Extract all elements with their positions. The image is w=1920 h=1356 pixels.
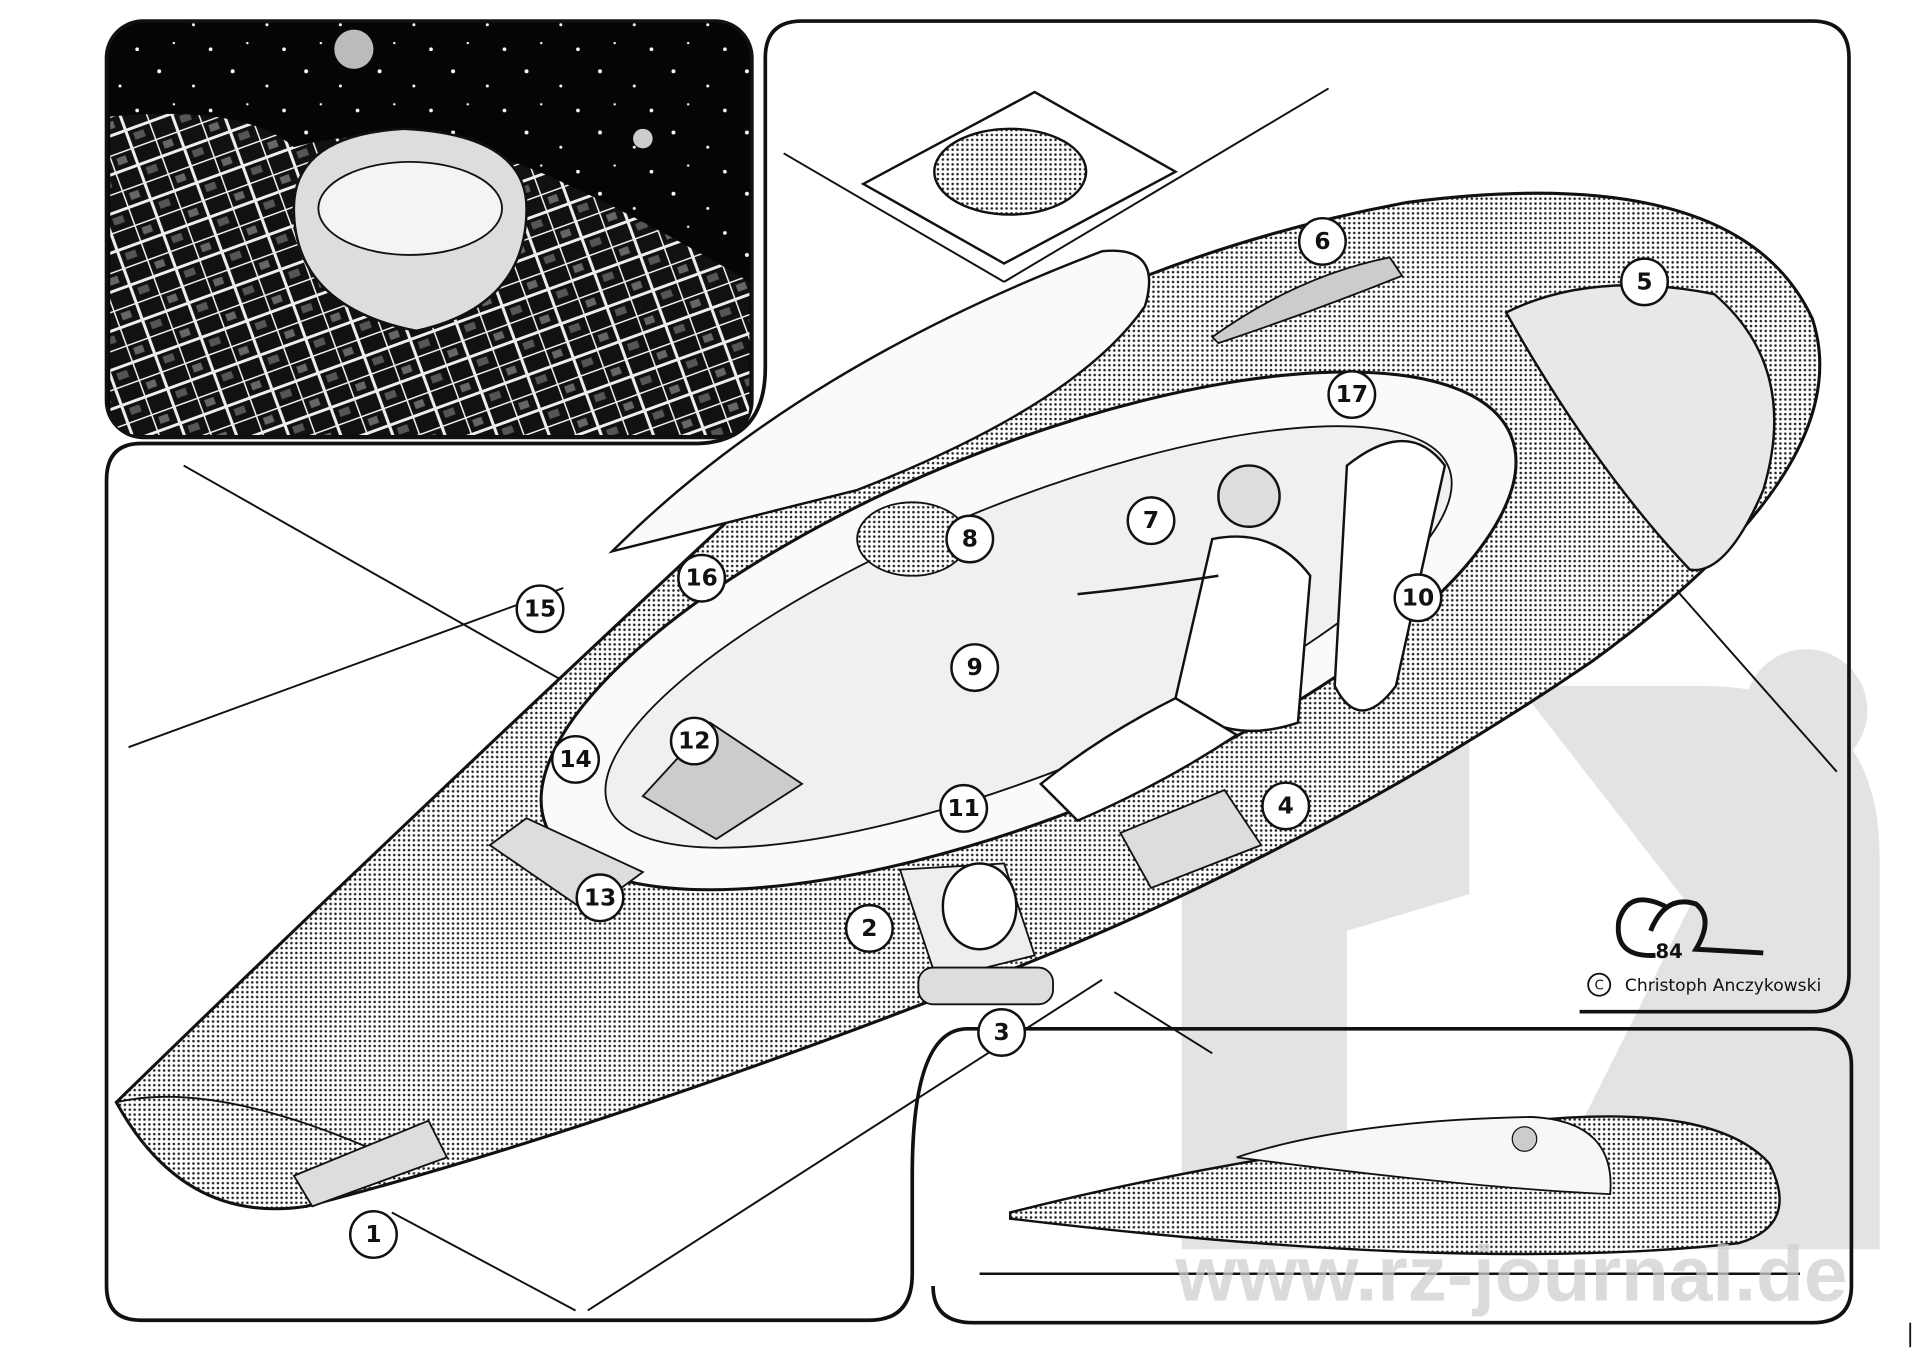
- copyright-symbol: C: [1594, 978, 1603, 993]
- callout-4: 4: [1261, 781, 1311, 831]
- callout-16: 16: [677, 553, 727, 603]
- monogram-logo: 84: [1615, 897, 1764, 963]
- side-view-panel: [979, 1115, 1800, 1275]
- callout-14: 14: [551, 734, 600, 784]
- panel-frames: [104, 19, 1854, 1325]
- watermark-text: www.rz-journal.de: [1175, 1230, 1848, 1318]
- callout-number: 10: [1402, 584, 1434, 611]
- floor-hatch: [860, 90, 1179, 265]
- spacecraft-hull: [114, 191, 1822, 1211]
- callout-number: 12: [678, 728, 710, 755]
- callout-8: 8: [945, 514, 995, 564]
- artist-name: Christoph Anczykowski: [1625, 976, 1821, 996]
- callout-1: 1: [348, 1210, 398, 1260]
- callout-number: 9: [967, 654, 983, 681]
- callout-number: 1: [365, 1221, 381, 1248]
- callout-number: 2: [861, 915, 877, 942]
- callout-labels: 1 2 3 4 5 6 7 8 9 10 11 12 13 14 15 16 1…: [348, 216, 1669, 1260]
- callout-number: 6: [1314, 228, 1330, 255]
- callout-2: 2: [844, 903, 894, 953]
- callout-number: 3: [994, 1019, 1010, 1046]
- callout-17: 17: [1327, 370, 1377, 420]
- callout-11: 11: [939, 783, 989, 833]
- night-city-scene-panel: [104, 19, 754, 440]
- monogram-year: 84: [1656, 940, 1683, 963]
- callout-number: 7: [1143, 507, 1159, 534]
- callout-number: 14: [559, 746, 591, 773]
- callout-number: 11: [947, 795, 979, 822]
- callout-6: 6: [1297, 216, 1347, 266]
- callout-5: 5: [1620, 257, 1669, 307]
- callout-number: 4: [1278, 792, 1294, 819]
- callout-number: 16: [685, 565, 717, 592]
- callout-number: 13: [584, 884, 616, 911]
- callout-9: 9: [950, 643, 1000, 693]
- artist-signature: 84 C Christoph Anczykowski: [1587, 897, 1821, 997]
- callout-3: 3: [977, 1007, 1027, 1057]
- callout-10: 10: [1393, 573, 1443, 623]
- callout-15: 15: [515, 584, 565, 634]
- pilot-figure: [1038, 464, 1312, 823]
- callout-number: 15: [524, 595, 556, 622]
- callout-number: 5: [1636, 268, 1652, 295]
- callout-number: 17: [1336, 381, 1368, 408]
- callout-number: 8: [962, 526, 978, 553]
- callout-12: 12: [669, 716, 719, 766]
- callout-7: 7: [1126, 496, 1176, 546]
- callout-13: 13: [575, 873, 625, 923]
